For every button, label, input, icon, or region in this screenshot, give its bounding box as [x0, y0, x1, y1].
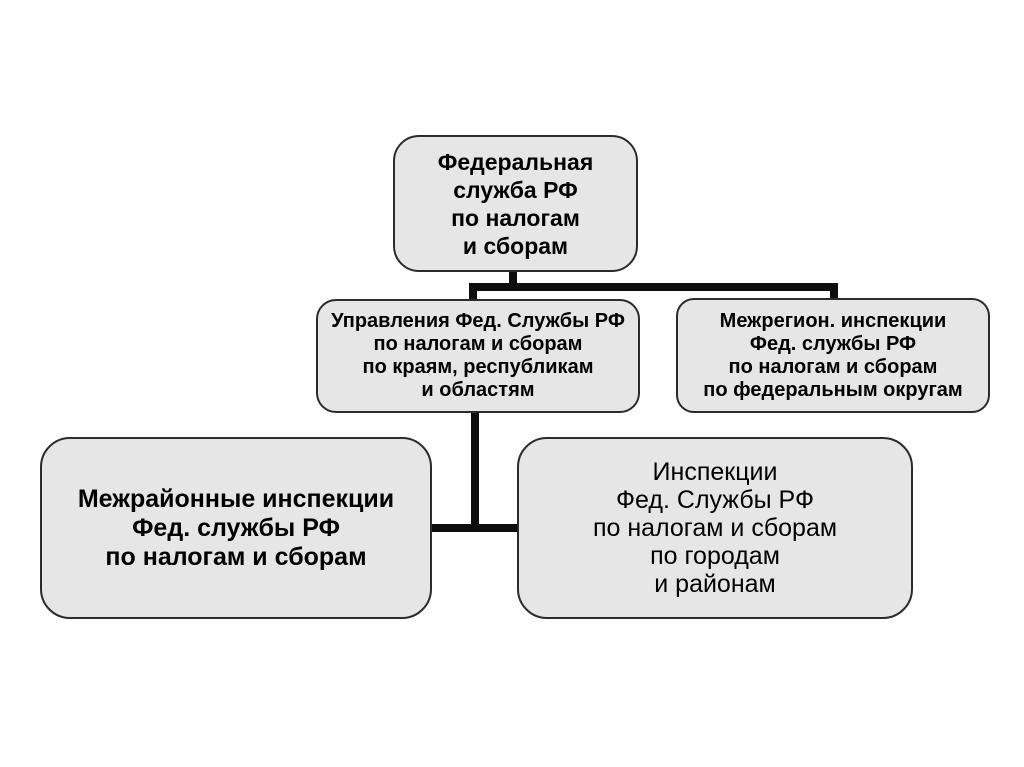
node-mezhregion-inspections: Межрегион. инспекции Фед. службы РФ по н…	[676, 298, 990, 413]
connector-level2-horizontal	[469, 283, 838, 291]
node-text-line: по налогам	[451, 204, 580, 231]
node-text-line: и областям	[421, 379, 535, 401]
node-federal-service: Федеральная служба РФ по налогам и сбора…	[393, 135, 638, 272]
node-text-line: по краям, республикам	[362, 356, 594, 378]
node-text-line: Межрайонные инспекции	[77, 484, 395, 513]
node-text-line: и районам	[654, 570, 776, 598]
node-upravleniya: Управления Фед. Службы РФ по налогам и с…	[316, 299, 640, 413]
node-city-district-inspections: Инспекции Фед. Службы РФ по налогам и сб…	[517, 437, 913, 619]
node-text-line: Фед. службы РФ	[749, 332, 917, 355]
node-text-line: по налогам и сборам	[373, 333, 583, 355]
node-text-line: Фед. Службы РФ	[616, 486, 814, 514]
node-text-line: Инспекции	[652, 458, 778, 486]
node-text-line: Фед. службы РФ	[132, 513, 340, 542]
node-text-line: по налогам и сборам	[105, 542, 367, 571]
node-text-line: по налогам и сборам	[728, 355, 938, 378]
node-text-line: и сборам	[462, 232, 569, 259]
node-text-line: Межрегион. инспекции	[719, 309, 947, 332]
connector-drop-mezhregion	[830, 285, 838, 300]
node-mezhrayonnye-inspections: Межрайонные инспекции Фед. службы РФ по …	[40, 437, 432, 619]
connector-drop-upravleniya	[469, 285, 477, 301]
node-text-line: Федеральная	[437, 148, 594, 175]
connector-federal-stub	[509, 271, 517, 287]
connector-upravleniya-down	[471, 411, 479, 532]
connector-level3-horizontal	[432, 524, 517, 532]
node-text-line: Управления Фед. Службы РФ	[331, 310, 625, 332]
node-text-line: по налогам и сборам	[592, 514, 838, 542]
node-text-line: служба РФ	[453, 176, 578, 203]
node-text-line: по федеральным округам	[703, 378, 963, 401]
node-text-line: по городам	[650, 542, 780, 570]
